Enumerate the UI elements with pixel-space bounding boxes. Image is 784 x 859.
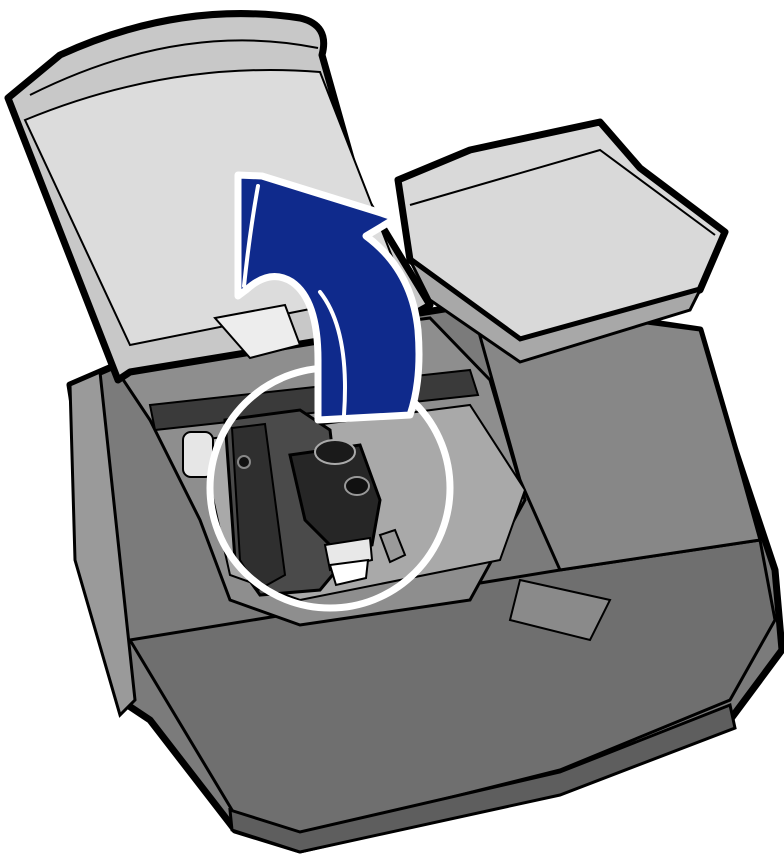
latch-pivot bbox=[238, 456, 250, 468]
cartridge-top-cap bbox=[315, 440, 355, 464]
cartridge-button bbox=[345, 477, 369, 495]
